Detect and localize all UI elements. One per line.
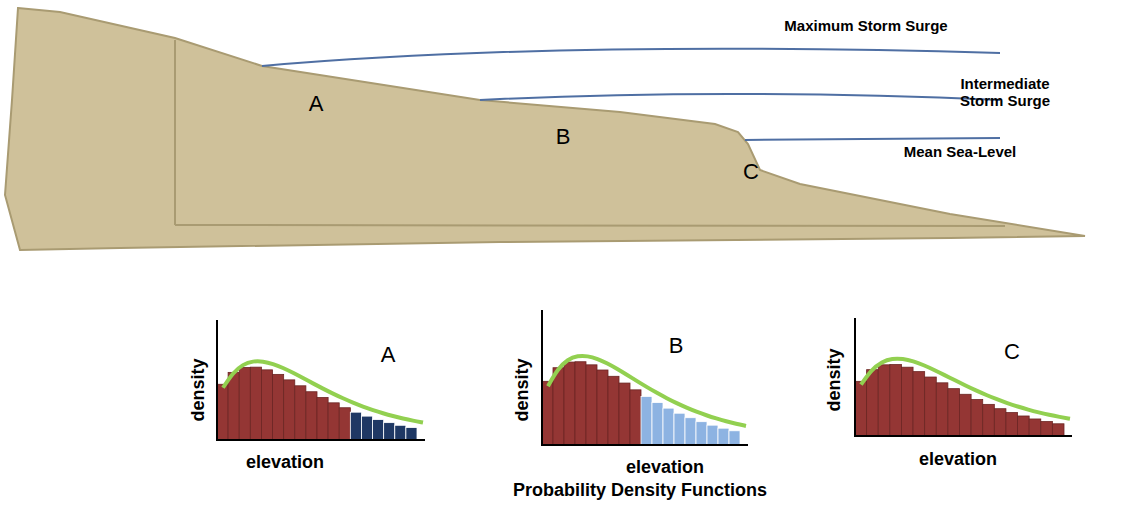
chart-axes <box>217 320 425 440</box>
histogram-bar <box>718 428 729 445</box>
histogram-bar <box>696 422 707 445</box>
histogram-bar <box>384 423 395 440</box>
histogram-bar <box>1018 416 1030 436</box>
histogram-bar <box>925 377 937 436</box>
histogram-bar <box>273 374 284 440</box>
histogram-bar <box>641 396 652 445</box>
histogram-bar <box>983 404 995 436</box>
histogram-bar <box>1052 424 1064 436</box>
density-curve <box>223 361 423 422</box>
histogram-bar <box>630 390 641 445</box>
chart-letter: C <box>1004 339 1020 364</box>
histogram-bar <box>674 413 685 445</box>
histogram-bar <box>901 367 913 436</box>
histogram-bar <box>890 365 902 436</box>
axis-label: density <box>188 358 209 421</box>
histogram-bar <box>217 384 228 440</box>
histogram-bar <box>328 403 339 440</box>
histogram-bar <box>1029 419 1041 436</box>
histogram-bar <box>395 425 406 440</box>
land-profile <box>5 8 1085 250</box>
histogram-bar <box>597 370 608 445</box>
histogram-bar <box>619 383 630 445</box>
section-line <box>175 225 1005 226</box>
histogram-bar <box>317 397 328 440</box>
zone-letter: A <box>309 91 324 116</box>
density-curve <box>548 356 746 426</box>
histogram-bar <box>564 362 575 445</box>
pdf-chart <box>542 310 748 445</box>
histogram-bar <box>994 409 1006 436</box>
zone-letter: B <box>556 124 571 149</box>
histogram-bar <box>295 386 306 440</box>
caption-label: Probability Density Functions <box>513 480 767 501</box>
chart-axes <box>855 318 1072 436</box>
max-surge-line <box>262 49 1000 66</box>
histogram-bar <box>1006 413 1018 436</box>
histogram-bar <box>960 394 972 436</box>
zone-letter: C <box>743 159 759 184</box>
sea-level-line <box>745 138 1000 140</box>
sea-level-label: Mean Sea-Level <box>904 143 1017 160</box>
surge-label: Maximum Storm Surge <box>784 17 947 34</box>
histogram-bar <box>239 367 250 440</box>
histogram-bar <box>1041 422 1053 436</box>
histogram-bar <box>685 418 696 445</box>
axis-label: elevation <box>626 457 704 478</box>
histogram-bar <box>936 383 948 436</box>
histogram-bar <box>373 420 384 440</box>
histogram-bar <box>948 389 960 436</box>
histogram-bar <box>306 392 317 440</box>
histogram-bar <box>361 416 372 440</box>
histogram-bar <box>867 370 879 436</box>
pdf-chart <box>855 318 1072 436</box>
axis-label: elevation <box>919 449 997 470</box>
chart-letter: B <box>669 333 684 358</box>
histogram-bar <box>261 370 272 440</box>
histogram-bar <box>406 428 417 440</box>
density-curve <box>861 359 1070 419</box>
histogram-bar <box>729 431 740 445</box>
pdf-chart <box>217 320 425 440</box>
intermediate-surge-line <box>480 94 1000 100</box>
histogram-bar <box>339 408 350 440</box>
axis-label: density <box>824 348 845 411</box>
histogram-bar <box>971 400 983 436</box>
histogram-bar <box>913 372 925 436</box>
histogram-bar <box>855 381 867 436</box>
axis-label: elevation <box>246 452 324 473</box>
histogram-bar <box>284 380 295 440</box>
histogram-bar <box>542 381 553 445</box>
section-line <box>174 40 176 225</box>
histogram-bar <box>575 362 586 445</box>
histogram-bar <box>663 408 674 445</box>
histogram-bar <box>586 365 597 445</box>
histogram-bar <box>878 365 890 436</box>
histogram-bar <box>228 372 239 440</box>
chart-letter: A <box>381 342 396 367</box>
surge-label: Intermediate Storm Surge <box>950 75 1060 110</box>
histogram-bar <box>350 412 361 440</box>
histogram-bar <box>652 403 663 445</box>
histogram-bar <box>608 376 619 445</box>
histogram-bar <box>707 425 718 445</box>
histogram-bar <box>553 368 564 445</box>
histogram-bar <box>250 367 261 440</box>
axis-label: density <box>512 358 533 421</box>
chart-axes <box>542 310 748 445</box>
